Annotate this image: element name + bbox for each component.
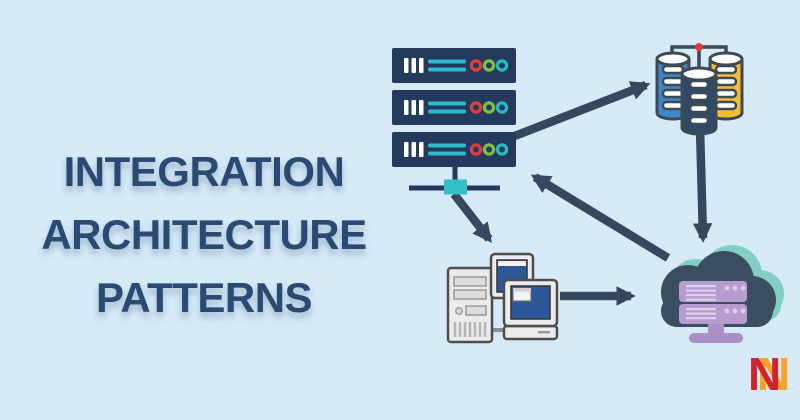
workstation-icon — [446, 252, 559, 344]
database-navy — [680, 66, 718, 136]
page-title: INTEGRATION ARCHITECTURE PATTERNS — [10, 140, 398, 329]
logo-letter-front: N — [748, 348, 782, 400]
title-line-2: ARCHITECTURE — [41, 211, 367, 258]
title-line-3: PATTERNS — [95, 274, 313, 321]
cloud-servers-icon — [661, 245, 784, 343]
database-cluster-icon — [655, 43, 744, 136]
server-unit — [392, 48, 516, 83]
cloud-server-stand — [689, 320, 743, 343]
arrow-server-to-workstation — [450, 191, 493, 243]
monitor-front — [502, 278, 559, 341]
database-yellow — [708, 51, 744, 121]
arrow-cloud-to-server — [530, 173, 671, 262]
network-switch-node — [444, 179, 467, 195]
server-unit — [392, 90, 516, 125]
arrow-database-to-cloud — [692, 127, 713, 243]
cluster-red-dot — [695, 43, 703, 51]
server-rack-icon — [392, 48, 516, 195]
arrow-server-to-database — [510, 81, 651, 141]
title-line-1: INTEGRATION — [63, 148, 345, 195]
logo-n: N N — [748, 348, 794, 400]
cloud-server-box — [679, 304, 747, 324]
logo-letter-back: N — [757, 348, 791, 400]
tower-pc — [446, 266, 494, 344]
server-unit — [392, 132, 516, 167]
architecture-diagram — [392, 43, 784, 344]
cloud-server-box — [679, 281, 747, 302]
